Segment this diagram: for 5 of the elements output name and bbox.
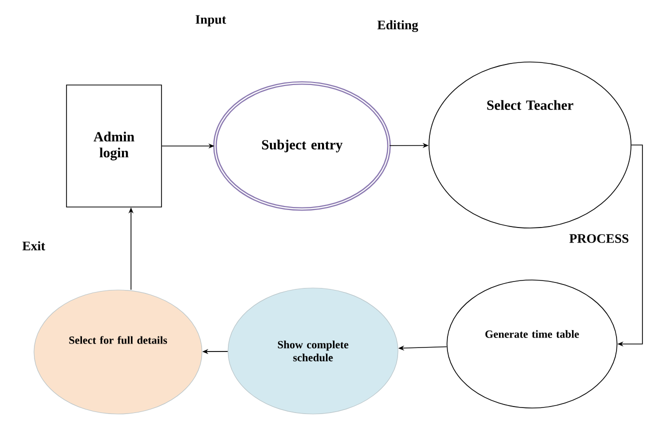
text-label: Editing [377,20,418,32]
process-box: Admin login [66,84,162,208]
text-label: Input [196,15,226,26]
text-label: Exit [22,241,46,250]
text-label: PROCESS [569,234,628,243]
